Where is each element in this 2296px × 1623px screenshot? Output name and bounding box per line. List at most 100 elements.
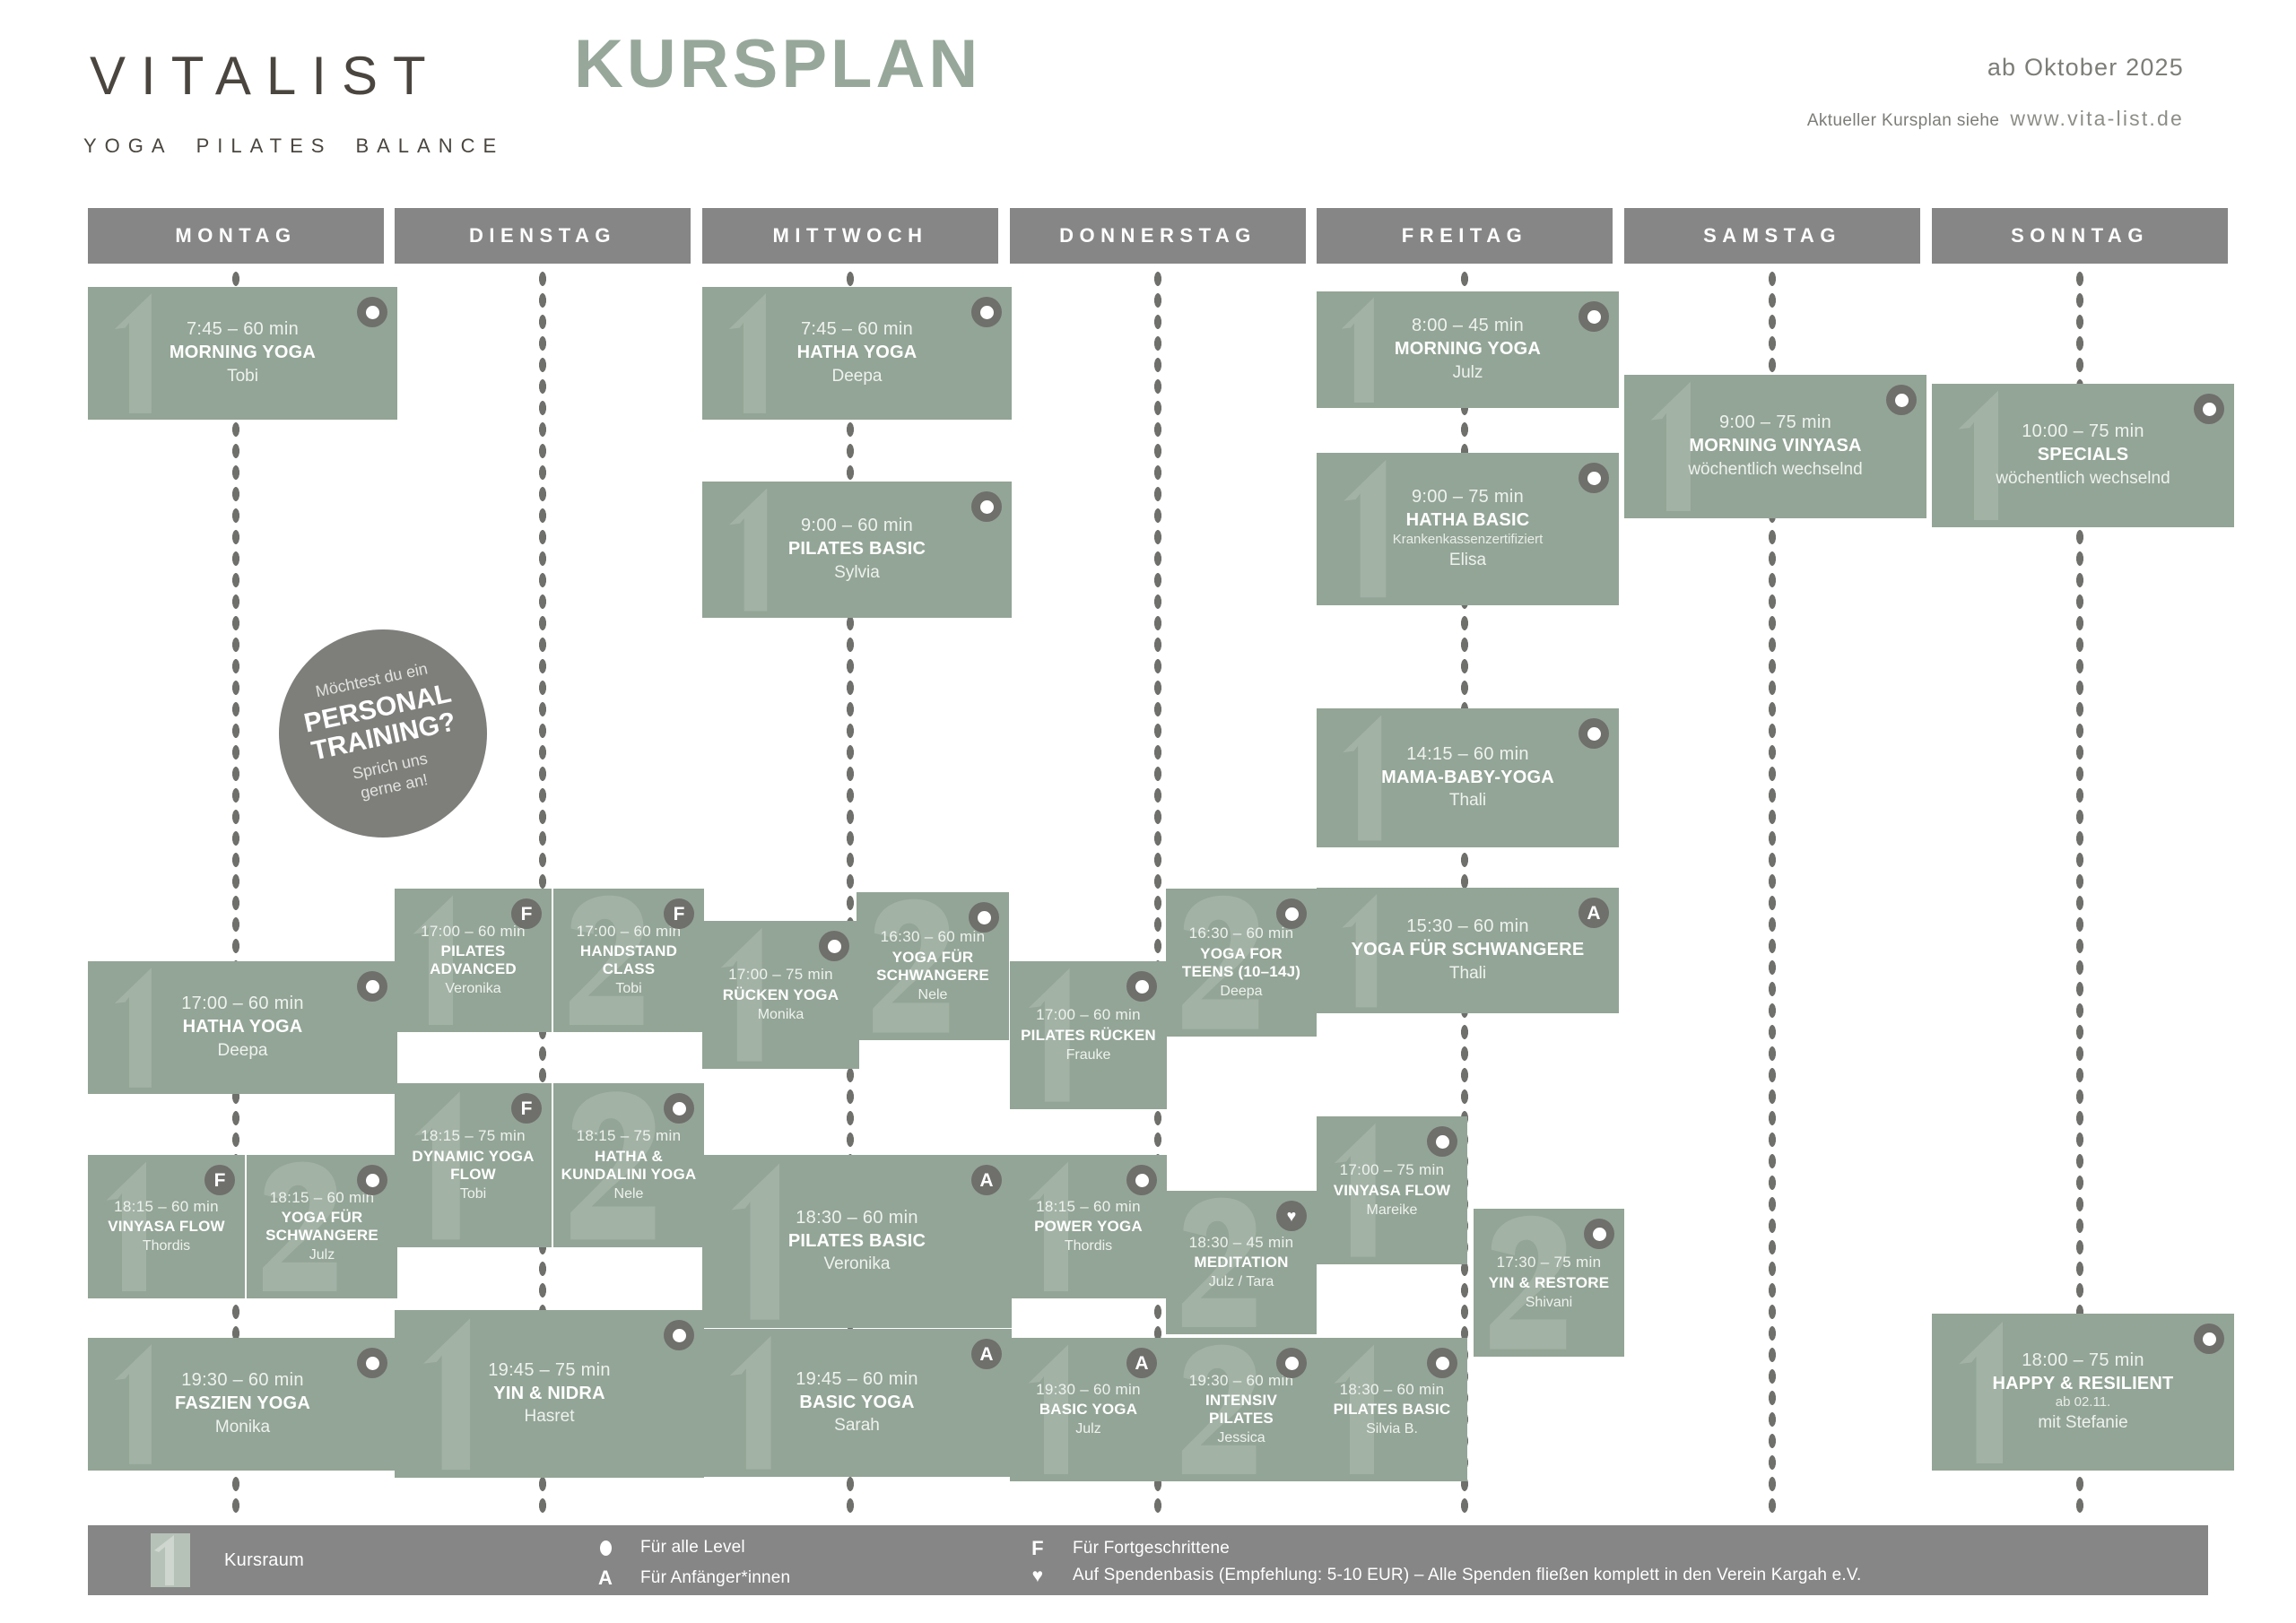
course-time: 7:45 – 60 min — [800, 319, 914, 340]
course-teacher: Julz / Tara — [1208, 1274, 1274, 1290]
website-url[interactable]: www.vita-list.de — [2010, 107, 2184, 130]
course-name: HANDSTAND CLASS — [579, 942, 678, 978]
day-header-freitag: FREITAG — [1317, 208, 1613, 264]
course-name: BASIC YOGA — [1039, 1401, 1138, 1419]
level-all-icon — [1427, 1126, 1457, 1157]
level-beginner-icon: A — [1126, 1348, 1157, 1378]
level-all-icon — [1584, 1219, 1614, 1249]
course-teacher: wöchentlich wechselnd — [1688, 459, 1863, 479]
course-time: 18:15 – 75 min — [576, 1127, 682, 1145]
legend-text-all-level: Für alle Level — [640, 1538, 745, 1557]
course-teacher: Shivani — [1525, 1294, 1573, 1310]
course-teacher: Tobi — [459, 1185, 487, 1202]
course-teacher: Julz — [309, 1247, 335, 1263]
brand-block: VITALIST — [90, 49, 441, 103]
course-time: 18:30 – 60 min — [796, 1207, 918, 1228]
page-title: KURSPLAN — [574, 26, 982, 102]
course-time: 18:30 – 45 min — [1188, 1233, 1294, 1251]
course-time: 18:00 – 75 min — [2022, 1350, 2144, 1370]
level-advanced-icon: F — [511, 898, 542, 929]
course-name: VINYASA FLOW — [1333, 1181, 1451, 1199]
course-teacher: Frauke — [1065, 1046, 1111, 1063]
day-header-donnerstag: DONNERSTAG — [1010, 208, 1306, 264]
level-all-icon — [1886, 385, 1917, 415]
course-name: HAPPY & RESILIENT — [1992, 1373, 2174, 1393]
tagline-item-balance: BALANCE — [355, 135, 505, 157]
course-time: 17:00 – 60 min — [421, 922, 526, 940]
level-beginner-icon: A — [971, 1165, 1002, 1195]
valid-from-date: ab Oktober 2025 — [1987, 54, 2184, 81]
course-teacher: Nele — [918, 986, 948, 1002]
course-time: 7:45 – 60 min — [186, 319, 300, 340]
course-name: PILATES BASIC — [787, 1230, 926, 1251]
course-teacher: Monika — [757, 1006, 804, 1022]
level-all-icon — [1427, 1348, 1457, 1378]
legend-item-donation: ♥ Auf Spendenbasis (Empfehlung: 5-10 EUR… — [1022, 1566, 1862, 1585]
course-time: 9:00 – 60 min — [800, 516, 914, 536]
course-teacher: Julz — [1452, 362, 1483, 382]
course-time: 19:45 – 60 min — [796, 1368, 918, 1389]
level-beginner-icon: A — [1578, 898, 1609, 928]
level-all-icon — [590, 1540, 621, 1556]
room-label: Kursraum — [224, 1550, 305, 1570]
course-time: 9:00 – 75 min — [1718, 412, 1832, 433]
course-name: YOGA FOR TEENS (10–14J) — [1181, 944, 1301, 980]
legend-text-donation: Auf Spendenbasis (Empfehlung: 5-10 EUR) … — [1073, 1566, 1862, 1584]
course-time: 14:15 – 60 min — [1406, 743, 1529, 764]
level-all-icon — [1126, 971, 1157, 1002]
legend-item-all-level: Für alle Level — [590, 1538, 745, 1558]
course-teacher: Jessica — [1217, 1430, 1265, 1446]
level-advanced-icon: F — [1031, 1537, 1044, 1559]
level-all-icon — [2194, 394, 2224, 424]
course-name: HATHA & KUNDALINI YOGA — [561, 1147, 697, 1183]
course-name: PILATES RÜCKEN — [1021, 1026, 1156, 1044]
day-header-mittwoch: MITTWOCH — [702, 208, 998, 264]
level-advanced-icon: F — [204, 1165, 235, 1195]
level-all-icon — [971, 297, 1002, 327]
